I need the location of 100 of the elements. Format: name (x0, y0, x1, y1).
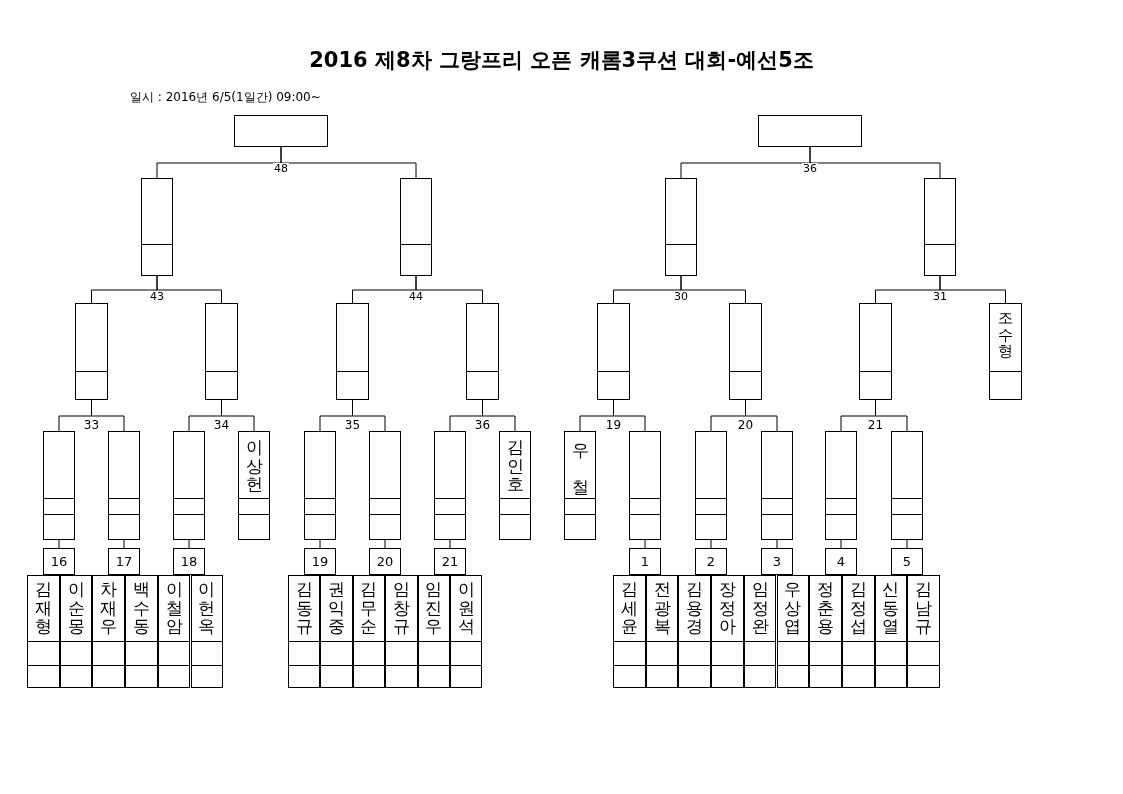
bracket-box (304, 431, 336, 540)
player-name: 차재우 (100, 580, 118, 637)
bracket-box (434, 431, 466, 540)
player-cell (907, 575, 940, 688)
bracket-line (840, 539, 842, 549)
bracket-box (75, 303, 108, 400)
match-number-box (43, 548, 75, 575)
player-name: 이헌옥 (198, 580, 216, 637)
bracket-box (336, 303, 369, 400)
player-cell (809, 575, 842, 688)
bracket-line (319, 539, 321, 549)
player-cell (678, 575, 712, 688)
player-cell (417, 575, 450, 688)
match-number-box (304, 548, 336, 575)
player-name: 백수동 (132, 580, 150, 637)
player-name: 권익중 (328, 580, 346, 637)
player-name: 이순몽 (67, 580, 85, 637)
title: 2016 제8차 그랑프리 오픈 캐롬3쿠션 대회-예선5조 (308, 47, 815, 74)
event-info: 일시 : 2016년 6/5(1일간) 09:00~ (130, 89, 321, 106)
bracket-box (141, 178, 173, 276)
player-cell (711, 575, 744, 688)
player-cell (157, 575, 191, 688)
bracket-line (680, 275, 746, 304)
bracket-line (384, 539, 386, 549)
match-number: 18 (180, 555, 198, 568)
bracket-box (924, 178, 956, 276)
player-name: 이철암 (165, 580, 183, 637)
bracket-box (108, 431, 140, 540)
bracket-line (644, 539, 646, 549)
bracket-line (188, 539, 190, 549)
bracket-box (989, 303, 1022, 400)
match-number-box (825, 548, 857, 575)
bracket-box (400, 178, 432, 276)
match-number: 20 (736, 419, 755, 431)
player-name: 김정섭 (849, 580, 867, 637)
bracket-line (809, 146, 941, 179)
bracket-box (729, 303, 762, 400)
match-number-box (629, 548, 661, 575)
player-name: 임정완 (751, 580, 769, 637)
match-number: 4 (836, 555, 846, 568)
match-number: 36 (473, 419, 492, 431)
match-number: 3 (772, 555, 782, 568)
match-number: 20 (376, 555, 394, 568)
match-number-box (695, 548, 727, 575)
bracket-box (825, 431, 857, 540)
match-number: 35 (343, 419, 362, 431)
bracket-box (891, 431, 923, 540)
player-name: 우상엽 (784, 580, 802, 637)
match-number: 5 (902, 555, 912, 568)
bracket-box (665, 178, 697, 276)
match-number: 19 (311, 555, 329, 568)
player-name: 임진우 (425, 580, 443, 637)
player-name: 이상헌 (245, 438, 263, 495)
match-number-box (108, 548, 140, 575)
player-name: 김동규 (295, 580, 313, 637)
bracket-line (906, 539, 908, 549)
player-cell (385, 575, 418, 688)
player-cell (125, 575, 158, 688)
player-name: 김용경 (686, 580, 704, 637)
bracket-line (939, 275, 1006, 304)
match-number: 31 (932, 291, 948, 302)
player-name: 김재형 (34, 580, 52, 637)
match-number: 36 (802, 163, 818, 174)
bracket-line (58, 539, 60, 549)
bracket-line (123, 539, 125, 549)
match-number: 33 (82, 419, 101, 431)
match-number: 48 (273, 163, 289, 174)
player-name: 전광복 (653, 580, 671, 637)
player-cell (841, 575, 875, 688)
match-number: 43 (149, 291, 165, 302)
player-cell (59, 575, 93, 688)
match-number-box (891, 548, 923, 575)
player-name: 임창규 (392, 580, 410, 637)
match-number: 19 (604, 419, 623, 431)
bracket-box (205, 303, 238, 400)
bracket-line (280, 146, 417, 179)
match-number-box (434, 548, 466, 575)
match-number: 1 (640, 555, 650, 568)
bracket-line (776, 539, 778, 549)
match-number: 34 (212, 419, 231, 431)
player-name: 신동열 (882, 580, 900, 637)
player-name: 정춘용 (817, 580, 835, 637)
bracket-line (156, 275, 222, 304)
winner-box (758, 115, 862, 147)
match-number: 21 (441, 555, 459, 568)
match-number: 21 (866, 419, 885, 431)
player-cell (874, 575, 908, 688)
bracket-line (415, 275, 483, 304)
bracket-box (369, 431, 401, 540)
bracket-line (449, 539, 451, 549)
player-name: 김무순 (360, 580, 378, 637)
player-name: 김인호 (506, 438, 524, 495)
bracket-box (859, 303, 892, 400)
player-name: 이원석 (457, 580, 475, 637)
bracket-box (629, 431, 661, 540)
match-number: 16 (50, 555, 68, 568)
bracket-box (597, 303, 630, 400)
player-cell (613, 575, 646, 688)
player-cell (645, 575, 679, 688)
winner-box (234, 115, 328, 147)
